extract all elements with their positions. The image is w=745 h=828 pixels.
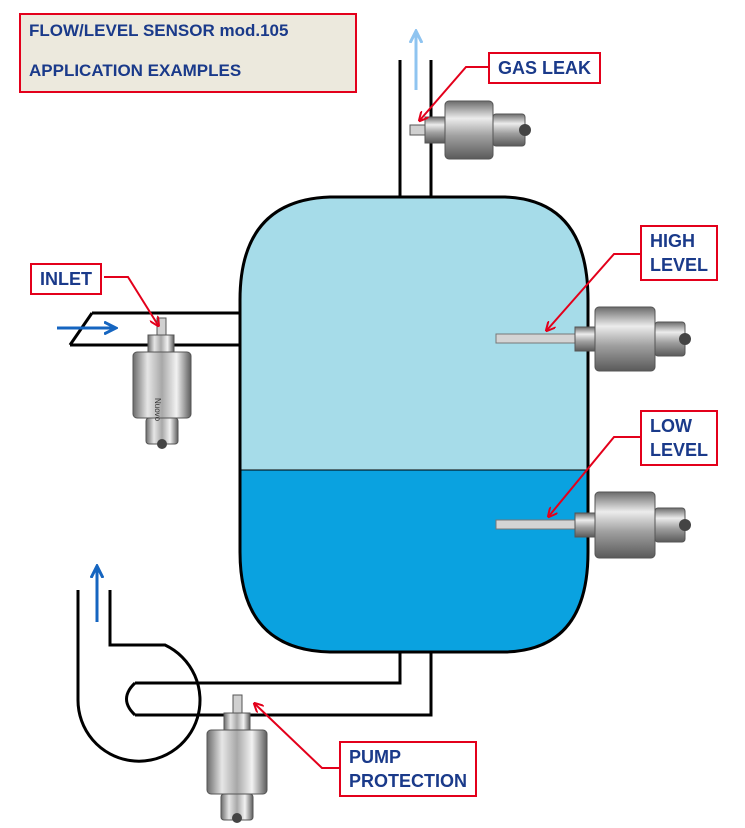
title-line-1: FLOW/LEVEL SENSOR mod.105: [29, 21, 289, 40]
sensor-low-level: [495, 491, 691, 559]
label-pump-protection-line-2: PROTECTION: [349, 771, 468, 791]
label-low-level-line-1: LOW: [650, 416, 692, 436]
tank: [238, 195, 590, 654]
label-inlet: INLET: [30, 263, 102, 295]
pump-protection-callout-arrow: [255, 704, 339, 769]
label-pump-protection-line-1: PUMP: [349, 747, 402, 767]
label-high-level-line-1: HIGH: [650, 231, 695, 251]
inlet-callout-arrow: [104, 276, 158, 325]
label-high-level: HIGH LEVEL: [640, 225, 719, 281]
sensor-inlet: Nuovo: [132, 317, 192, 449]
sensor-gas-leak: [409, 100, 531, 160]
sensor-brand-label: Nuovo: [153, 398, 162, 422]
label-low-level: LOW LEVEL: [640, 410, 719, 466]
label-gas-leak: GAS LEAK: [488, 52, 602, 84]
sensor-high-level: [495, 306, 691, 372]
sensor-pump-protection: [206, 694, 268, 823]
low-level-callout-arrow: [549, 436, 640, 516]
label-low-level-line-2: LEVEL: [650, 440, 709, 460]
gas-leak-callout-arrow: [420, 66, 488, 120]
title-line-2: APPLICATION EXAMPLES: [29, 61, 242, 80]
pump: [76, 590, 202, 763]
high-level-callout-arrow: [547, 253, 640, 330]
label-high-level-line-2: LEVEL: [650, 255, 709, 275]
title-box: FLOW/LEVEL SENSOR mod.105 APPLICATION EX…: [19, 13, 357, 93]
label-pump-protection: PUMP PROTECTION: [339, 741, 478, 797]
